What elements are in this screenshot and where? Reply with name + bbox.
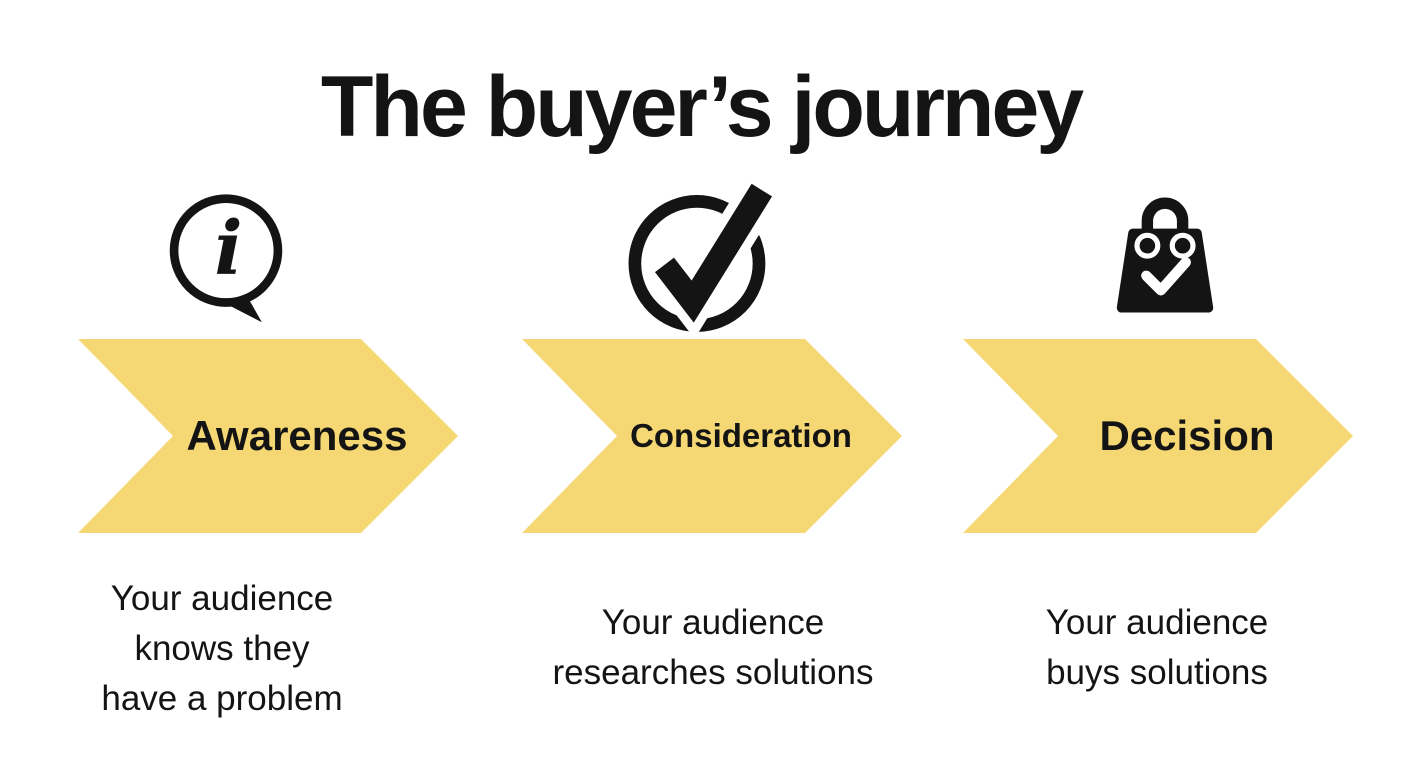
stage-label-decision: Decision — [1099, 412, 1275, 459]
desc-line: Your audience — [601, 603, 825, 642]
shopping-bag-check-icon — [1108, 174, 1222, 334]
stage-label-consideration: Consideration — [630, 417, 852, 454]
desc-line: have a problem — [101, 679, 343, 718]
info-speech-bubble-icon: i — [164, 190, 288, 326]
stage-description-decision: Your audience buys solutions — [967, 598, 1347, 698]
desc-line: researches solutions — [552, 653, 874, 692]
stage-arrow-awareness: Awareness — [78, 339, 458, 533]
desc-line: Your audience — [110, 579, 334, 618]
desc-line: Your audience — [1045, 603, 1269, 642]
stage-description-awareness: Your audience knows they have a problem — [42, 574, 402, 724]
page-title: The buyer’s journey — [320, 59, 1084, 155]
stage-description-consideration: Your audience researches solutions — [523, 598, 903, 698]
desc-line: knows they — [134, 629, 310, 668]
desc-line: buys solutions — [1046, 653, 1268, 692]
check-circle-icon — [626, 176, 782, 334]
stage-arrow-consideration: Consideration — [522, 339, 902, 533]
stage-label-awareness: Awareness — [186, 412, 408, 459]
svg-text:i: i — [214, 205, 242, 292]
stage-arrow-decision: Decision — [963, 339, 1353, 533]
